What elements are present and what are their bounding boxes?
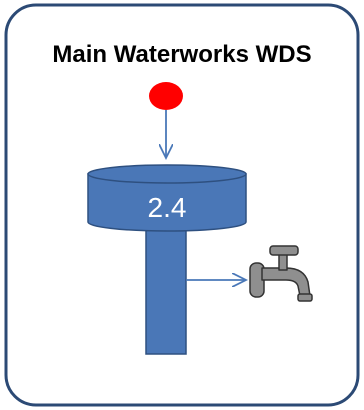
tank-value: 2.4 bbox=[148, 192, 187, 223]
storage-tank[interactable]: 2.4 bbox=[87, 164, 247, 232]
tank-top bbox=[87, 164, 247, 184]
diagram-title: Main Waterworks WDS bbox=[52, 41, 311, 68]
source-node[interactable] bbox=[149, 82, 183, 110]
tank-body bbox=[87, 173, 247, 232]
water-tap-icon[interactable] bbox=[249, 245, 313, 302]
tank-stem bbox=[145, 227, 187, 355]
